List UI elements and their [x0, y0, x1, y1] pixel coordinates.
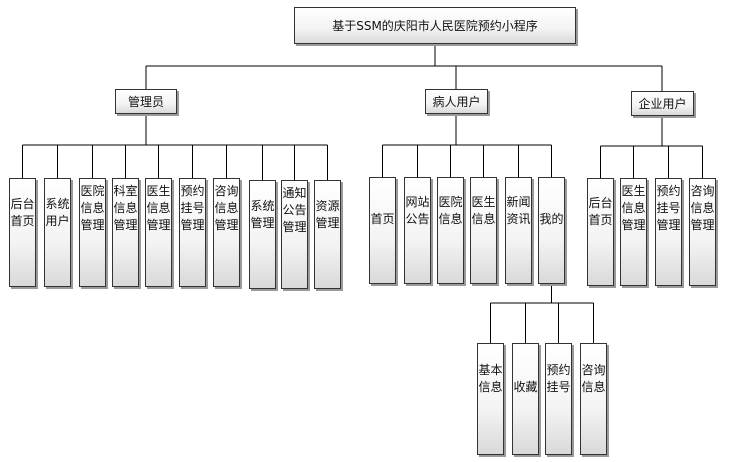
admin-leaf-10: 资源管理	[314, 180, 341, 289]
enterprise-leaf-2: 医生信息管理	[620, 178, 647, 286]
patient-leaf-5: 新闻资讯	[505, 177, 532, 284]
admin-leaf-3: 医院信息管理	[79, 178, 106, 287]
admin-node: 管理员	[115, 89, 177, 114]
admin-leaf-7: 咨询信息管理	[213, 178, 240, 287]
mine-leaf-3: 预约挂号	[545, 343, 572, 455]
patient-leaf-1: 首页	[369, 177, 396, 284]
patient-node: 病人用户	[425, 89, 488, 114]
patient-leaf-3: 医院信息	[437, 177, 464, 284]
enterprise-leaf-4: 咨询信息管理	[689, 178, 716, 286]
admin-leaf-6: 预约挂号管理	[179, 178, 206, 287]
enterprise-leaf-1: 后台首页	[587, 178, 614, 286]
mine-leaf-1: 基本信息	[477, 343, 504, 455]
patient-leaf-4: 医生信息	[470, 177, 497, 284]
admin-leaf-5: 医生信息管理	[145, 178, 172, 287]
admin-leaf-4: 科室信息管理	[112, 178, 139, 287]
mine-leaf-2: 收藏	[512, 343, 539, 455]
enterprise-leaf-3: 预约挂号管理	[655, 178, 682, 286]
root-node: 基于SSM的庆阳市人民医院预约小程序	[294, 7, 576, 44]
patient-leaf-2: 网站公告	[404, 177, 431, 284]
mine-leaf-4: 咨询信息	[580, 343, 607, 455]
admin-leaf-8: 系统管理	[249, 180, 276, 289]
admin-leaf-9: 通知公告管理	[281, 180, 308, 289]
admin-leaf-2: 系统用户	[44, 178, 71, 287]
enterprise-node: 企业用户	[631, 91, 694, 116]
patient-leaf-6: 我的	[538, 177, 565, 284]
admin-leaf-1: 后台首页	[9, 178, 36, 287]
